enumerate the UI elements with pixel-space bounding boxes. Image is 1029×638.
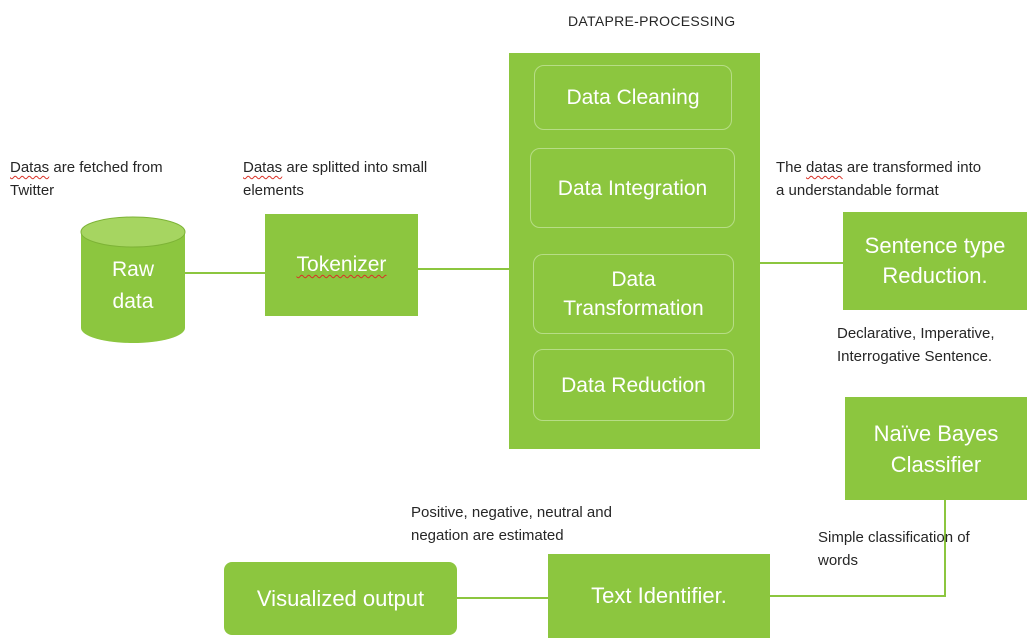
connector-classifier-horizontal xyxy=(770,595,946,597)
preprocessing-title: DATAPRE-PROCESSING xyxy=(568,13,736,29)
text-identifier-box: Text Identifier. xyxy=(548,554,770,638)
visualized-output-box: Visualized output xyxy=(224,562,457,635)
connector-preprocessing-to-sentence xyxy=(759,262,843,264)
naive-bayes-classifier-box: Naïve Bayes Classifier xyxy=(845,397,1027,500)
note-sentiment: Positive, negative, neutral and negation… xyxy=(411,504,612,544)
note-tokenizer: Datas are splitted into small elements xyxy=(243,159,428,199)
tokenizer-box: Tokenizer xyxy=(265,214,418,316)
step-data-transformation: Data Transformation xyxy=(533,254,734,334)
step-data-reduction: Data Reduction xyxy=(533,349,734,421)
note-transformed: The datas are transformed into a underst… xyxy=(776,159,982,199)
sentence-type-reduction-box: Sentence type Reduction. xyxy=(843,212,1027,310)
connector-raw-to-tokenizer xyxy=(184,272,266,274)
raw-data-cylinder xyxy=(80,216,186,343)
connector-classifier-vertical xyxy=(944,500,946,596)
connector-tokenizer-to-preprocessing xyxy=(417,268,510,270)
connector-identifier-to-output xyxy=(456,597,548,599)
note-raw-data: Datas are fetched from Twitter xyxy=(10,159,163,199)
note-sentence-types: Declarative, Imperative, Interrogative S… xyxy=(837,325,995,365)
tokenizer-label: Tokenizer xyxy=(296,253,387,276)
raw-data-label: Raw data xyxy=(111,258,154,313)
step-data-integration: Data Integration xyxy=(530,148,735,228)
note-classification: Simple classification of words xyxy=(818,529,970,569)
step-data-cleaning: Data Cleaning xyxy=(534,65,732,130)
